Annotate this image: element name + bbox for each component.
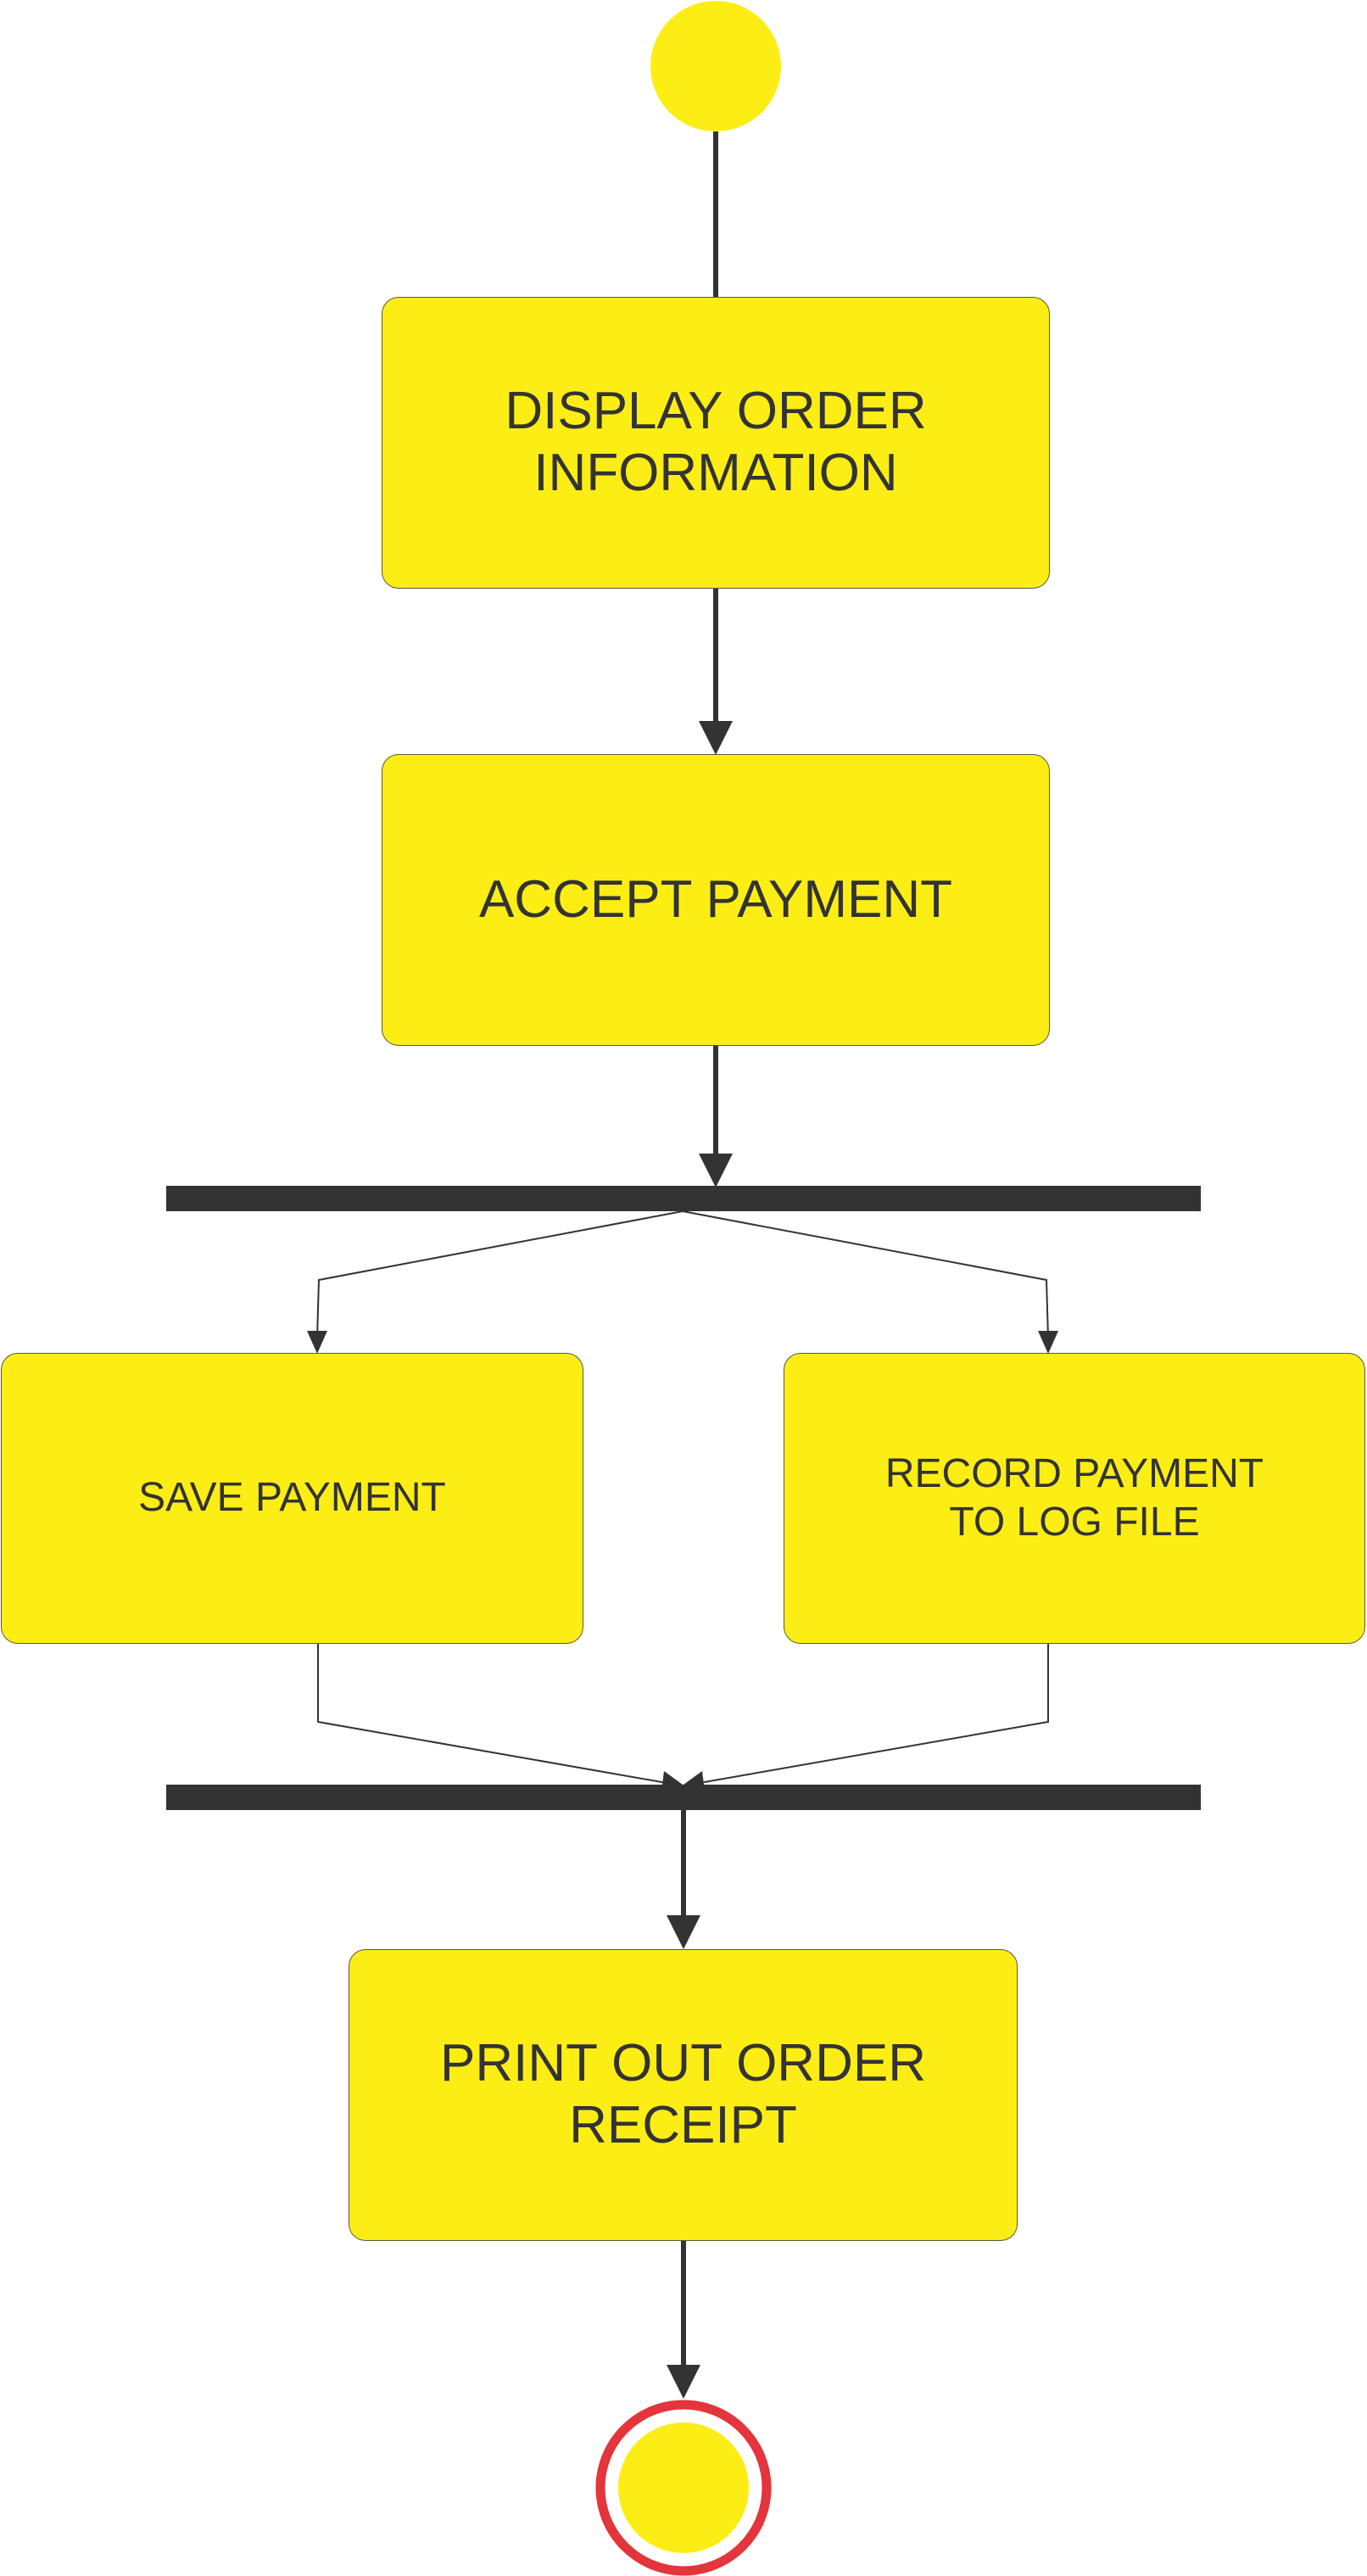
accept-payment-label: ACCEPT PAYMENT — [478, 869, 953, 929]
arrow-head-print — [667, 1915, 700, 1949]
arrow-head-fork — [699, 1154, 733, 1187]
flow-record-to-join — [699, 1644, 1049, 1784]
final-node-core — [618, 2422, 749, 2553]
arrow-head-record — [1038, 1331, 1058, 1354]
print-out-order-receipt-label: PRINT OUT ORDER RECEIPT — [440, 2034, 926, 2154]
fork-bar — [166, 1186, 1201, 1211]
flow-fork-to-record — [682, 1210, 1049, 1339]
print-out-order-receipt-node: PRINT OUT ORDER RECEIPT — [349, 1949, 1018, 2241]
flow-save-to-join — [317, 1644, 667, 1784]
record-payment-node: RECORD PAYMENT TO LOG FILE — [784, 1353, 1365, 1644]
display-order-information-label: DISPLAY ORDER INFORMATION — [505, 382, 927, 502]
initial-node — [650, 1, 781, 131]
accept-payment-node: ACCEPT PAYMENT — [382, 754, 1050, 1046]
join-bar — [166, 1785, 1201, 1810]
flow-fork-to-save — [316, 1210, 684, 1339]
display-order-information-node: DISPLAY ORDER INFORMATION — [382, 297, 1050, 589]
record-payment-label: RECORD PAYMENT TO LOG FILE — [884, 1451, 1264, 1545]
arrow-head-save — [307, 1331, 327, 1354]
arrow-head-accept — [699, 721, 733, 755]
save-payment-label: SAVE PAYMENT — [138, 1475, 446, 1521]
save-payment-node: SAVE PAYMENT — [1, 1353, 583, 1644]
arrow-head-end — [667, 2365, 700, 2399]
